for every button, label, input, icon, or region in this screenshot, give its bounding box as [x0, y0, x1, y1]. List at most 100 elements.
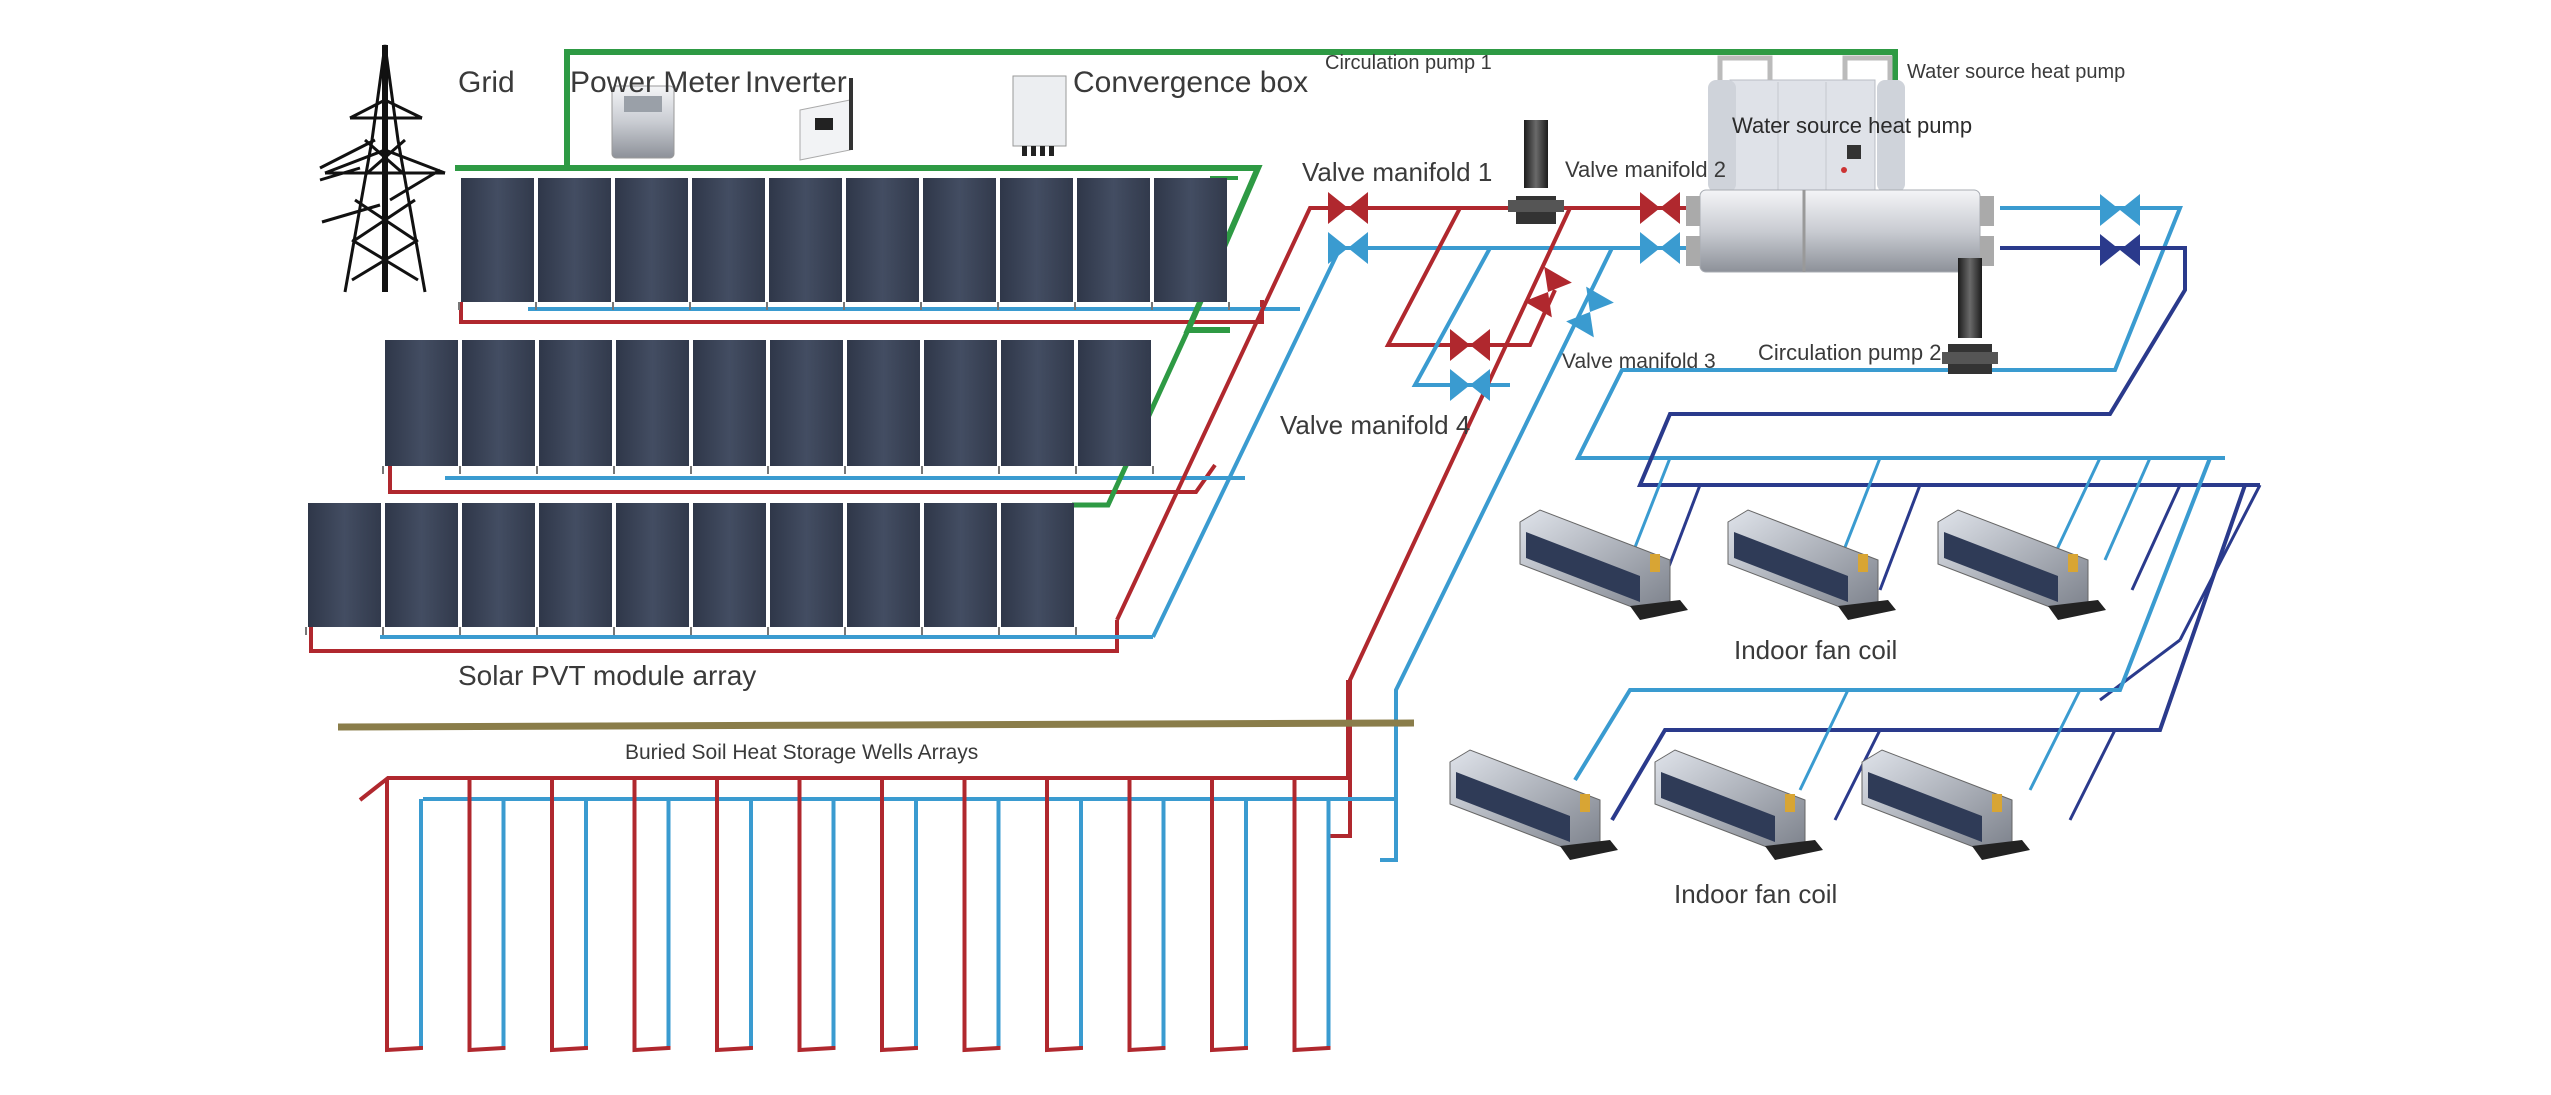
coil-junction-box: [1858, 554, 1868, 572]
label-valve-manifold-2: Valve manifold 2: [1565, 157, 1726, 182]
well-hot-leg: [880, 778, 918, 1053]
pv-row-2: [382, 340, 1154, 474]
pv-panel: [924, 503, 997, 627]
meter-display: [624, 96, 662, 112]
pv-panel: [924, 340, 997, 466]
pv-hot-riser: [1115, 206, 1555, 621]
coil-cold-branch: [2050, 457, 2102, 561]
pump-flange: [1942, 352, 1998, 364]
pv-panel: [693, 503, 766, 627]
valve-body: [1450, 329, 1490, 361]
circulation-pump-1-icon: [1508, 120, 1564, 224]
coil-drain-pan: [1838, 600, 1896, 620]
pump-motor: [1524, 120, 1548, 188]
coil-grille: [1456, 772, 1570, 842]
box-gland: [1040, 146, 1045, 156]
coil-cold-branch: [2028, 689, 2082, 791]
well-hot-leg: [1045, 778, 1083, 1053]
valve-manifold-2-cold: [1640, 232, 1680, 264]
lower-dark-main: [1610, 484, 2247, 822]
pump-flange: [1508, 200, 1564, 212]
well-hot-leg: [632, 778, 671, 1053]
label-valve-manifold-4: Valve manifold 4: [1280, 410, 1470, 440]
valve-body: [1450, 369, 1490, 401]
valve-body: [1328, 232, 1368, 264]
coil-dark-branch: [1833, 729, 1882, 821]
valve-manifold-1-cold: [1328, 232, 1368, 264]
pv-panel: [692, 178, 765, 302]
label-circulation-pump-2: Circulation pump 2: [1758, 340, 1941, 365]
valve-body: [1524, 266, 1572, 318]
coil-drain-pan: [1972, 840, 2030, 860]
pv-panel: [769, 178, 842, 302]
pv-cold-riser: [1151, 246, 1555, 638]
pv-panel: [1077, 178, 1150, 302]
pv-panel: [693, 340, 766, 466]
coil-grille: [1734, 532, 1848, 602]
pv-panel: [538, 178, 611, 302]
well-hot-leg: [467, 778, 506, 1053]
pv-panel: [1001, 340, 1074, 466]
label-convergence-box: Convergence box: [1073, 66, 1308, 99]
well-loop: [1045, 778, 1083, 1053]
coil-grille: [1944, 532, 2058, 602]
label-indoor-fan-coil-lower: Indoor fan coil: [1674, 879, 1837, 909]
label-water-source-heat-pump-inner: Water source heat pump: [1732, 113, 1972, 138]
hp-flange: [1686, 236, 1700, 266]
pv-panel: [539, 340, 612, 466]
pv-panel: [846, 178, 919, 302]
label-indoor-fan-coil-upper: Indoor fan coil: [1734, 635, 1897, 665]
valve-load-cold: [2100, 194, 2140, 226]
pv-panel: [847, 503, 920, 627]
grid-to-heat-pump: [564, 49, 1898, 168]
coil-grille: [1868, 772, 1982, 842]
devices: [611, 55, 1998, 374]
transmission-tower-icon: [319, 44, 446, 293]
ground-line: [337, 719, 1415, 731]
coil-junction-box: [1650, 554, 1660, 572]
coil-grille: [1526, 532, 1640, 602]
coil-dark-branch: [2130, 484, 2182, 591]
pv-panel: [1000, 178, 1073, 302]
solar-pvt-array: [305, 178, 1230, 635]
valve-manifold-3-cold: [1566, 286, 1614, 338]
pv-row-1: [458, 178, 1230, 310]
valve-body: [1566, 286, 1614, 338]
hp-control-panel: [1847, 145, 1861, 159]
pv-panel: [847, 340, 920, 466]
hp-load-cold: [1574, 206, 2225, 460]
inverter-screen: [815, 118, 833, 130]
well-loop: [715, 778, 753, 1053]
coil-cold-branch: [2103, 457, 2152, 561]
coil-junction-box: [1992, 794, 2002, 812]
box-gland: [1022, 146, 1027, 156]
pv-panel: [1078, 340, 1151, 466]
well-loop: [1292, 778, 1331, 1053]
coil-cold-branch: [1798, 689, 1850, 791]
well-hot-leg: [715, 778, 753, 1053]
coil-grille: [1661, 772, 1775, 842]
water-source-heat-pump-icon: [1686, 55, 1994, 273]
valve-manifold-2-hot: [1640, 192, 1680, 224]
valve-manifold-3-hot: [1524, 266, 1572, 318]
inverter-icon: [799, 78, 853, 161]
pv-panel: [923, 178, 996, 302]
hp-left-vessel: [1708, 80, 1736, 192]
label-solar-pvt-array: Solar PVT module array: [458, 660, 756, 691]
hp-load-dark: [1636, 246, 2260, 487]
coil-junction-box: [1580, 794, 1590, 812]
pv-panel: [462, 503, 535, 627]
label-power-meter: Power Meter: [570, 66, 740, 99]
valve-body: [1328, 192, 1368, 224]
pv-panel: [462, 340, 535, 466]
pv-panel: [770, 340, 843, 466]
well-loop: [467, 778, 506, 1053]
well-loop: [1127, 778, 1166, 1053]
well-hot-leg: [797, 778, 836, 1053]
pump-motor: [1958, 258, 1982, 338]
well-loop: [797, 778, 836, 1053]
valve-load-dark: [2100, 234, 2140, 266]
hp-right-vessel: [1877, 80, 1905, 192]
manifold4-hot-loop: [1384, 207, 1557, 347]
